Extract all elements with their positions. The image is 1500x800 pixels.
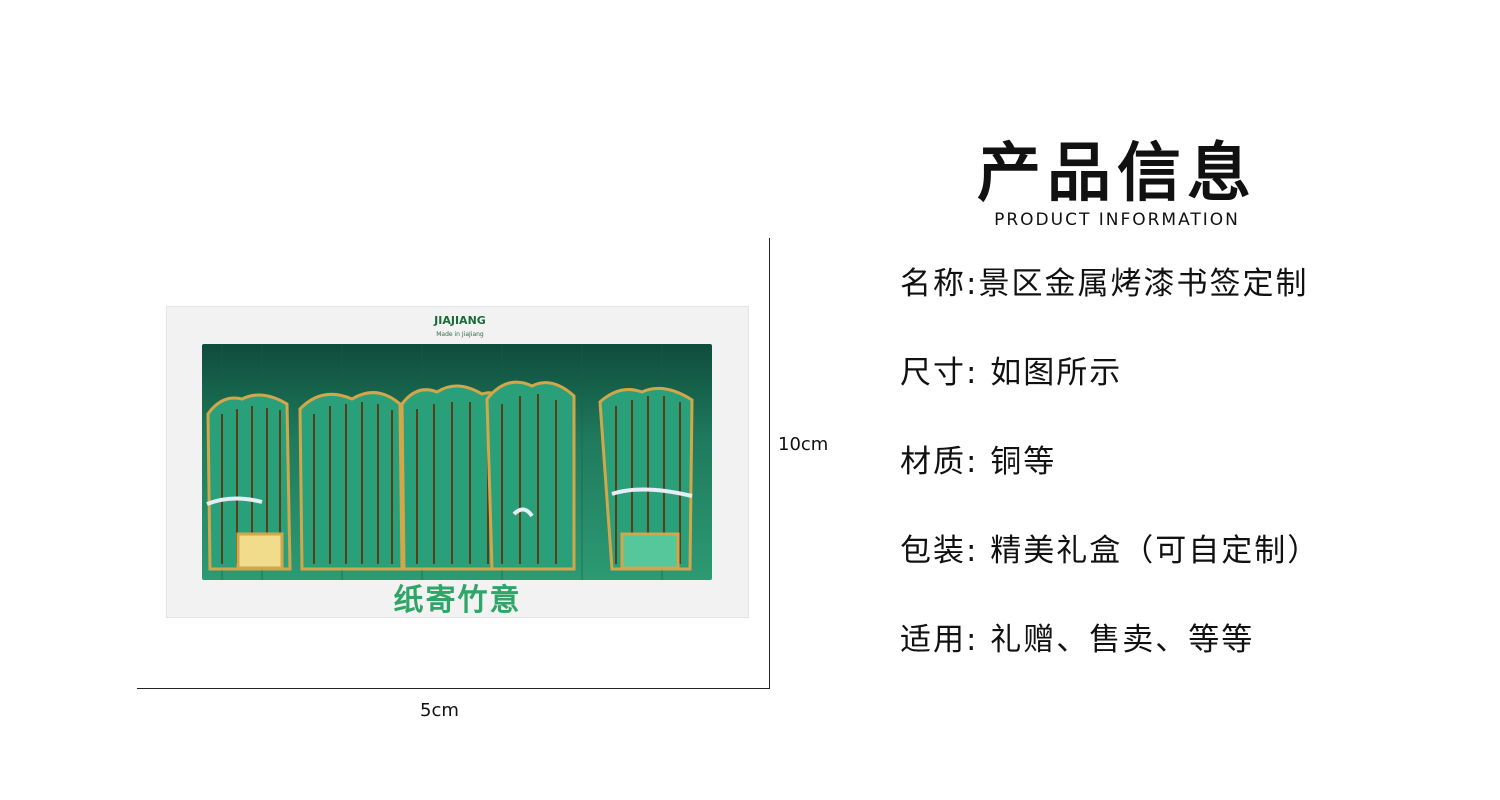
bookmark-2: [298, 391, 404, 571]
info-list: 名称:景区金属烤漆书签定制 尺寸: 如图所示 材质: 铜等 包装: 精美礼盒（可…: [900, 262, 1320, 707]
product-gift-box: JIAJIANG Made in JiaJiang: [166, 306, 749, 618]
bookmark-5: [598, 386, 694, 571]
box-logo: JIAJIANG Made in JiaJiang: [424, 314, 496, 342]
info-row-material: 材质: 铜等: [900, 444, 1057, 480]
info-row-packaging: 包装: 精美礼盒（可自定制）: [900, 533, 1321, 569]
info-row-usage: 适用: 礼赠、售卖、等等: [900, 622, 1255, 658]
bookmark-4: [485, 380, 576, 571]
box-logo-subtext: Made in JiaJiang: [436, 331, 484, 338]
info-title: 产品信息: [977, 136, 1257, 211]
box-window: [202, 344, 712, 580]
info-row-size: 尺寸: 如图所示: [900, 355, 1123, 391]
info-subtitle: PRODUCT INFORMATION: [994, 210, 1240, 230]
width-dimension-label: 5cm: [420, 700, 459, 721]
height-dimension-label: 10cm: [778, 434, 829, 455]
box-title: 纸寄竹意: [393, 583, 522, 618]
height-dimension-line: [769, 238, 770, 689]
width-dimension-line: [137, 688, 770, 689]
box-logo-text: JIAJIANG: [434, 314, 486, 327]
bamboo-bookmarks-illustration: [206, 344, 694, 580]
bookmark-3: [400, 384, 504, 571]
bookmark-1: [206, 393, 292, 571]
info-row-name: 名称:景区金属烤漆书签定制: [900, 266, 1309, 302]
